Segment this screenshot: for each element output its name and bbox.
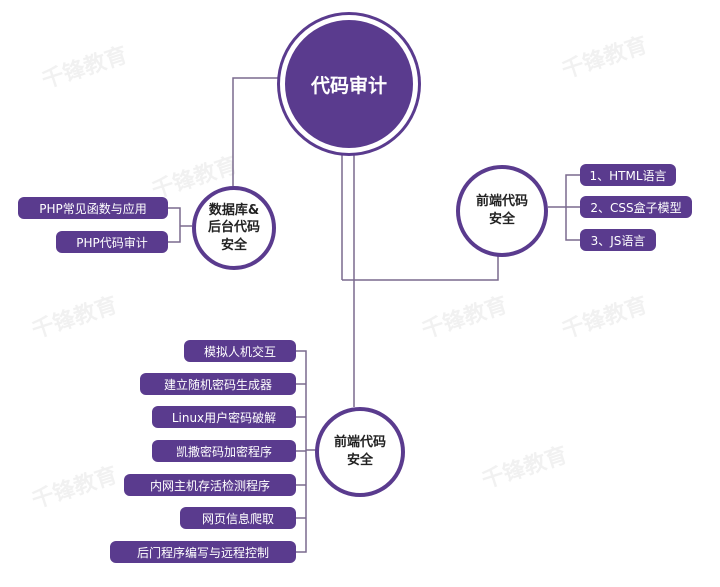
- leaf-label: Linux用户密码破解: [171, 410, 277, 425]
- leaf-web-crawling: 网页信息爬取: [180, 507, 296, 529]
- central-topic: 代码审计: [280, 15, 418, 153]
- leaf-php-code-audit: PHP代码审计: [56, 231, 168, 253]
- central-topic-label: 代码审计: [310, 74, 387, 97]
- leaf-backdoor-remote-control: 后门程序编写与远程控制: [110, 541, 296, 563]
- leaf-host-alive-detection: 内网主机存活检测程序: [124, 474, 296, 496]
- leaf-label: PHP常见函数与应用: [39, 201, 147, 216]
- node-label-line: 数据库&: [208, 202, 260, 218]
- leaf-random-password-generator: 建立随机密码生成器: [140, 373, 296, 395]
- leaf-label: 模拟人机交互: [203, 344, 276, 359]
- leaf-label: 2、CSS盒子模型: [590, 200, 682, 215]
- leaf-html: 1、HTML语言: [580, 164, 676, 186]
- leaf-label: 1、HTML语言: [589, 168, 667, 183]
- leaf-label: 3、JS语言: [590, 233, 646, 248]
- node-label-line: 前端代码: [475, 194, 528, 210]
- node-database-backend-security: 数据库& 后台代码 安全: [192, 186, 276, 270]
- leaf-label: PHP代码审计: [76, 235, 148, 250]
- node-label-line: 安全: [346, 453, 373, 468]
- leaf-caesar-cipher: 凯撒密码加密程序: [152, 440, 296, 462]
- leaf-css: 2、CSS盒子模型: [580, 196, 692, 218]
- leaf-label: 凯撒密码加密程序: [175, 444, 272, 459]
- node-frontend-security-bottom: 前端代码 安全: [315, 407, 405, 497]
- leaf-label: 建立随机密码生成器: [163, 377, 272, 392]
- node-frontend-security-right: 前端代码 安全: [456, 165, 548, 257]
- leaf-js: 3、JS语言: [580, 229, 656, 251]
- leaf-label: 网页信息爬取: [201, 511, 274, 526]
- node-label-line: 前端代码: [333, 435, 386, 451]
- node-label-line: 安全: [220, 237, 247, 253]
- leaf-linux-password-crack: Linux用户密码破解: [152, 406, 296, 428]
- leaf-php-functions: PHP常见函数与应用: [18, 197, 168, 219]
- node-label-line: 安全: [488, 212, 515, 227]
- leaf-simulate-interaction: 模拟人机交互: [184, 340, 296, 362]
- leaf-label: 内网主机存活检测程序: [149, 478, 270, 493]
- node-label-line: 后台代码: [207, 220, 260, 236]
- leaf-label: 后门程序编写与远程控制: [136, 545, 269, 560]
